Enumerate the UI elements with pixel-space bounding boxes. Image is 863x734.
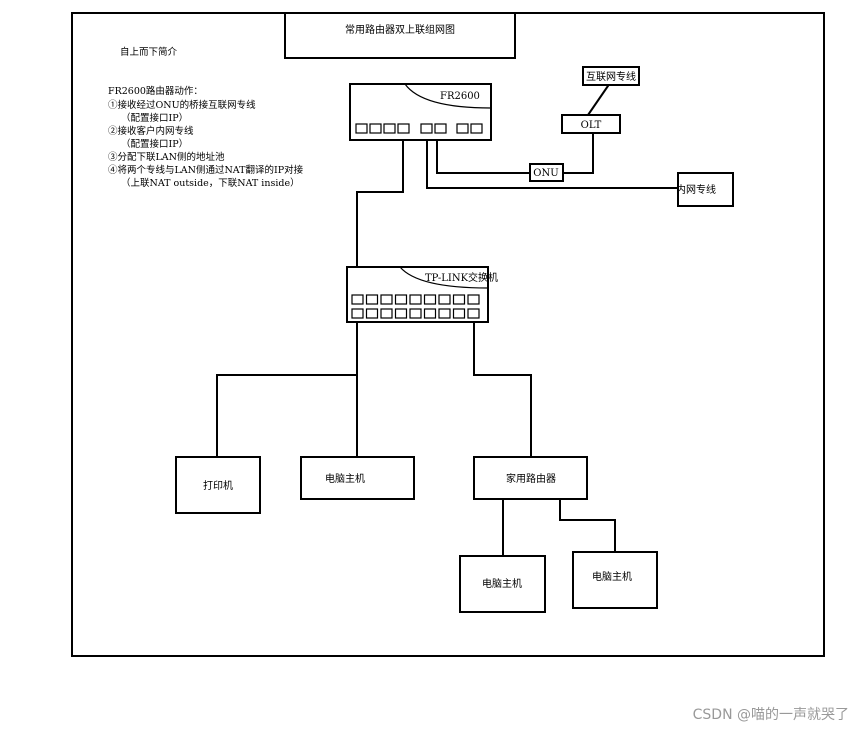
note-line: ①接收经过ONU的桥接互联网专线 [108, 99, 256, 111]
wire-home-pc3 [559, 500, 616, 552]
internet-line-label: 互联网专线 [586, 70, 636, 83]
wire-router-onu [436, 133, 530, 174]
switch-port [394, 294, 408, 305]
switch-ports [351, 294, 480, 319]
note-line: （上联NAT outside，下联NAT inside） [121, 177, 300, 189]
router-port [383, 123, 396, 134]
switch-label-curve [399, 266, 489, 289]
router-port [397, 123, 410, 134]
home-router-box [473, 456, 588, 500]
router-port [434, 123, 447, 134]
pc2-label: 电脑主机 [482, 577, 522, 590]
switch-label: TP-LINK交换机 [425, 271, 498, 284]
note-line: （配置接口IP） [121, 138, 188, 150]
router-label-curve [404, 83, 492, 109]
pc3-box [572, 551, 658, 609]
switch-port [351, 294, 364, 305]
switch-port [380, 294, 393, 305]
connections [216, 82, 678, 556]
title-box [284, 12, 516, 59]
intro-heading: 自上而下简介 [120, 46, 178, 58]
printer-label: 打印机 [203, 479, 233, 492]
wire-switch-home-router [473, 321, 532, 457]
switch-port [409, 294, 422, 305]
router-port [420, 123, 433, 134]
wire-router-intranet [426, 133, 678, 189]
printer-box [175, 456, 261, 514]
internet-line-box [582, 66, 640, 86]
pc3-label: 电脑主机 [592, 570, 632, 583]
csdn-watermark: CSDN @喵的一声就哭了 [692, 707, 849, 723]
switch-port [409, 308, 422, 319]
switch-port [365, 294, 379, 305]
switch-port [438, 308, 451, 319]
switch-port [423, 308, 437, 319]
note-line: ②接收客户内网专线 [108, 125, 194, 137]
pc2-box [459, 555, 546, 613]
router-port [456, 123, 469, 134]
router-port [369, 123, 382, 134]
wire-olt-internet [587, 82, 611, 116]
note-line: （配置接口IP） [121, 112, 188, 124]
switch-port [438, 294, 451, 305]
olt-box [561, 114, 621, 134]
router-port [355, 123, 368, 134]
switch-port [423, 294, 437, 305]
intranet-line-box [677, 172, 734, 207]
router-notes: FR2600路由器动作： ①接收经过ONU的桥接互联网专线 （配置接口IP） ②… [108, 85, 304, 189]
switch-port [365, 308, 379, 319]
wire-onu-olt [563, 133, 594, 174]
switch-port [380, 308, 393, 319]
diagram-title: 常用路由器双上联组网图 [345, 23, 455, 36]
switch-port [467, 294, 480, 305]
switch-port [351, 308, 364, 319]
switch-port [467, 308, 480, 319]
switch-port [452, 294, 466, 305]
router-label: FR2600 [440, 91, 480, 102]
pc1-box [300, 456, 415, 500]
pc1-label: 电脑主机 [325, 472, 365, 485]
switch-tplink: TP-LINK交换机 [346, 266, 498, 323]
switch-port [452, 308, 466, 319]
wire-switch-printer [216, 321, 358, 457]
home-router-label: 家用路由器 [506, 472, 556, 485]
note-line: FR2600路由器动作： [108, 85, 203, 97]
onu-label: ONU [533, 168, 558, 179]
router-fr2600: FR2600 [349, 83, 492, 141]
router-port [470, 123, 483, 134]
intranet-line-label: 内网专线 [676, 183, 716, 196]
note-line: ③分配下联LAN侧的地址池 [108, 151, 225, 163]
olt-label: OLT [581, 120, 602, 131]
switch-port [394, 308, 408, 319]
wire-router-switch [356, 133, 404, 267]
onu-box [529, 163, 564, 182]
note-line: ④将两个专线与LAN侧通过NAT翻译的IP对接 [108, 164, 304, 176]
